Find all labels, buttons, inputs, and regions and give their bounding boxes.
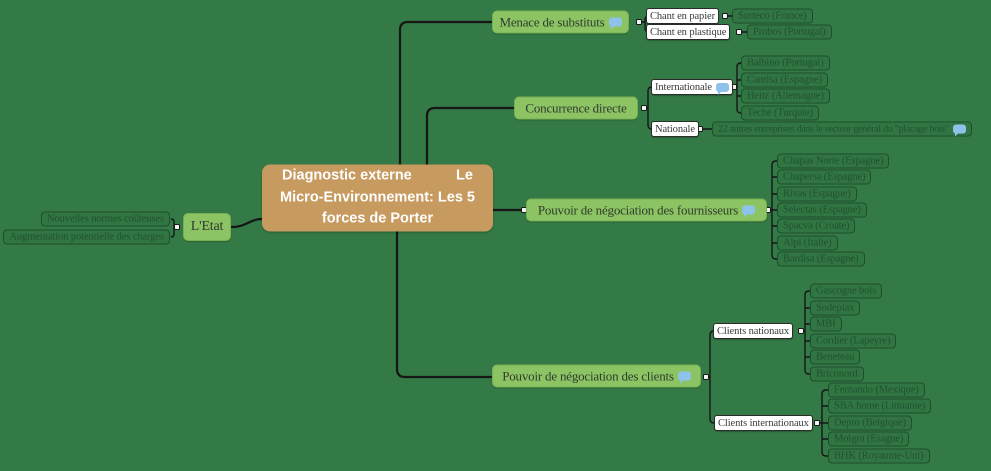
leaf-nouvelles-normes-couteuses[interactable]: Nouvelles normes coûteuses [41,211,170,227]
leaf-label: Beneteau [816,351,855,363]
leaf-augmentation-potentielle-charges[interactable]: Augmentation potentielle des charges [3,229,170,245]
leaf-beneteau[interactable]: Beneteau [810,349,861,365]
leaf-gascogne-bois[interactable]: Gascogne bois [810,283,883,299]
leaf-22-autres-entreprises[interactable]: 22 autres entreprises dans le secteur gé… [712,121,972,137]
leaf-bardisa-espagne[interactable]: Bardisa (Espagne) [777,251,865,267]
branch-label: L'Etat [190,219,224,234]
leaf-rivas-espagne[interactable]: Rivas (Espagne) [777,186,857,202]
leaf-molgra-esagne[interactable]: Molgra (Esagne) [828,431,910,447]
leaf-cordier-lapeyre[interactable]: Cordier (Lapeyre) [810,333,897,349]
branch-label: Concurrence directe [525,100,627,115]
branch-label: Pouvoir de négociation des clients [502,368,674,383]
node-label: Internationale [655,81,712,93]
leaf-label: Fernando (Mexique) [834,384,919,396]
comment-icon[interactable] [952,124,966,137]
node-internationale[interactable]: Internationale [651,79,733,95]
leaf-balbino-portugal[interactable]: Balbino (Portugal) [741,55,830,71]
leaf-label: Gascogne bois [816,285,877,297]
leaf-label: Augmentation potentielle des charges [9,231,164,243]
leaf-label: Probos (Portugal) [753,26,826,38]
leaf-mbi[interactable]: MBI [810,316,842,332]
leaf-surteco-france[interactable]: Surteco (France) [732,8,813,24]
leaf-teche-turquie[interactable]: Teche (Turquie) [741,105,819,121]
leaf-label: BHK (Royaume-Uni) [834,450,924,462]
branch-pouvoir-negociation-fournisseurs[interactable]: Pouvoir de négociation des fournisseurs [526,198,767,222]
leaf-label: Cantisa (Espagne) [747,74,822,86]
branch-l-etat[interactable]: L'Etat [183,213,231,241]
leaf-chapas-norte-espagne[interactable]: Chapas Norte (Espagne) [777,153,890,169]
leaf-label: MBI [816,318,836,330]
leaf-label: Briconord [816,368,858,380]
comment-icon[interactable] [715,82,729,95]
leaf-label: Alpi (Italie) [783,237,832,249]
leaf-fernando-mexique[interactable]: Fernando (Mexique) [828,382,925,398]
leaf-label: Surteco (France) [738,10,807,22]
branch-menace-de-substituts[interactable]: Menace de substituts [492,10,629,34]
leaf-label: Molgra (Esagne) [834,433,904,445]
leaf-label: Sodeplax [816,302,855,314]
comment-icon[interactable] [742,205,756,218]
leaf-label: Chapersa (Espagne) [783,171,866,183]
branch-label: Menace de substituts [499,14,605,29]
central-topic[interactable]: Diagnostic externe Le Micro-Environnemen… [262,164,493,232]
leaf-briconord[interactable]: Briconord [810,366,864,382]
comment-icon[interactable] [677,371,691,384]
node-label: Nationale [655,123,695,135]
branch-concurrence-directe[interactable]: Concurrence directe [514,96,638,120]
node-label: Chant en papier [650,10,715,22]
leaf-selectas-espagne[interactable]: Selectas (Espagne) [777,202,867,218]
leaf-label: Rivas (Espagne) [783,188,851,200]
leaf-sba-home-littuanie[interactable]: SBA home (Littuanie) [828,398,932,414]
node-chant-en-plastique[interactable]: Chant en plastique [646,24,731,40]
leaf-depro-belgique[interactable]: Depro (Belgique) [828,415,913,431]
leaf-label: Selectas (Espagne) [783,204,861,216]
node-label: Chant en plastique [650,26,727,38]
node-clients-internationaux[interactable]: Clients internationaux [714,415,813,431]
leaf-sodeplax[interactable]: Sodeplax [810,300,861,316]
leaf-cantisa-espagne[interactable]: Cantisa (Espagne) [741,72,828,88]
leaf-label: SBA home (Littuanie) [834,400,926,412]
leaf-label: Bardisa (Espagne) [783,253,859,265]
leaf-chapersa-espagne[interactable]: Chapersa (Espagne) [777,169,872,185]
leaf-label: Cordier (Lapeyre) [816,335,891,347]
leaf-alpi-italie[interactable]: Alpi (Italie) [777,235,838,251]
leaf-label: Nouvelles normes coûteuses [47,213,164,225]
central-topic-label: Diagnostic externe Le Micro-Environnemen… [280,167,475,227]
leaf-label: 22 autres entreprises dans le secteur gé… [718,123,949,135]
branch-pouvoir-negociation-clients[interactable]: Pouvoir de négociation des clients [492,364,701,388]
node-label: Clients internationaux [718,417,809,429]
leaf-spacva-croate[interactable]: Spacva (Croate) [777,218,856,234]
leaf-label: Heitz (Allemagne) [747,90,824,102]
node-chant-en-papier[interactable]: Chant en papier [646,8,719,24]
leaf-label: Depro (Belgique) [834,417,907,429]
leaf-label: Balbino (Portugal) [747,57,824,69]
branch-label: Pouvoir de négociation des fournisseurs [537,202,739,217]
leaf-label: Chapas Norte (Espagne) [783,155,884,167]
node-nationale[interactable]: Nationale [651,121,699,137]
leaf-label: Spacva (Croate) [783,220,850,232]
node-label: Clients nationaux [717,325,790,337]
leaf-heitz-allemagne[interactable]: Heitz (Allemagne) [741,88,830,104]
leaf-bhk-royaume-uni[interactable]: BHK (Royaume-Uni) [828,448,930,464]
comment-icon[interactable] [608,17,622,30]
leaf-label: Teche (Turquie) [747,107,813,119]
leaf-probos-portugal[interactable]: Probos (Portugal) [747,24,832,40]
node-clients-nationaux[interactable]: Clients nationaux [713,323,794,339]
